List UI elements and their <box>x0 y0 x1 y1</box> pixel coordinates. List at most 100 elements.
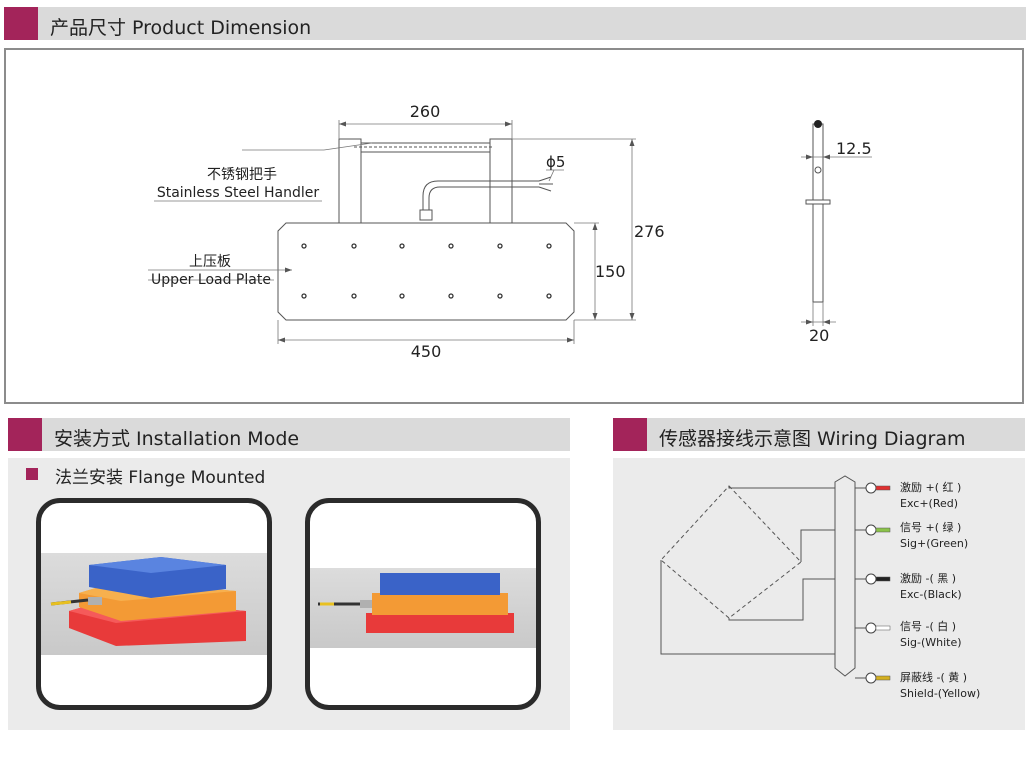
wiring-diagram <box>660 475 891 684</box>
dimension-drawing: 260 ϕ5 276 150 450 12.5 20 不锈钢把手 Stainle… <box>148 102 872 361</box>
cable-outline <box>422 180 539 212</box>
wire-terminals <box>865 482 891 684</box>
connector <box>88 597 102 605</box>
install-subtitle: 法兰安装 Flange Mounted <box>55 468 266 488</box>
dimension-drawing-panel: 260 ϕ5 276 150 450 12.5 20 不锈钢把手 Stainle… <box>4 48 1024 404</box>
handle-left-post <box>338 138 362 225</box>
side-view-knob <box>814 120 822 128</box>
install-section-title: 安装方式 Installation Mode <box>54 428 300 450</box>
wire-label-cn: 屏蔽线 -( 黄 ) <box>900 671 968 684</box>
dimension-section-header: 产品尺寸 Product Dimension <box>4 7 1026 40</box>
wire-label-sig-minus: 信号 -( 白 ) Sig-(White) <box>900 619 962 651</box>
wiring-section-title: 传感器接线示意图 Wiring Diagram <box>659 428 966 450</box>
side-view-plate <box>805 199 831 205</box>
dim-arrow <box>278 337 285 343</box>
mount-hole <box>448 243 454 249</box>
wire-label-en: Sig+(Green) <box>900 537 969 550</box>
dim-arrow <box>505 121 512 127</box>
side-view-body <box>812 123 824 303</box>
wire-label-cn: 信号 +( 绿 ) <box>900 521 962 534</box>
wire-label-en: Exc-(Black) <box>900 588 962 601</box>
install-photo-angled <box>36 498 272 710</box>
dim-arrow <box>629 139 635 146</box>
dim-arrow <box>592 313 598 320</box>
upper-plate-top <box>89 557 226 573</box>
cable-sleeve <box>50 600 72 606</box>
side-view-hole <box>814 166 822 174</box>
subsection-bullet <box>26 468 38 480</box>
flange-model-side <box>318 573 514 633</box>
dim-arrow <box>806 319 813 325</box>
mount-hole <box>546 243 552 249</box>
handle-label-cn: 不锈钢把手 <box>207 167 277 183</box>
plate-label-cn: 上压板 <box>189 254 231 270</box>
dim-label-12-5: 12.5 <box>836 139 872 158</box>
wire-color-tip <box>875 576 891 582</box>
dim-arrow <box>339 121 346 127</box>
cable-end <box>538 176 553 192</box>
dim-label-276: 276 <box>634 222 665 241</box>
dim-label-20: 20 <box>809 326 829 345</box>
wire-label-exc-minus: 激励 -( 黑 ) Exc-(Black) <box>900 571 962 603</box>
mount-hole <box>399 293 405 299</box>
connector <box>419 209 433 221</box>
dim-label-phi5: ϕ5 <box>546 153 565 171</box>
flange-model-angled <box>50 557 246 646</box>
terminal-ring <box>865 672 877 684</box>
terminal-ring <box>865 482 877 494</box>
mount-hole <box>399 243 405 249</box>
mount-hole <box>301 293 307 299</box>
phi5-leader <box>548 169 555 182</box>
dim-arrow <box>592 223 598 230</box>
bridge-circuit <box>660 485 802 619</box>
wiring-section-header: 传感器接线示意图 Wiring Diagram <box>613 418 1025 451</box>
wire-color-tip <box>875 675 891 681</box>
install-section-header: 安装方式 Installation Mode <box>8 418 570 451</box>
mount-hole <box>497 243 503 249</box>
terminal-ring <box>865 524 877 536</box>
wire-label-cn: 激励 -( 黑 ) <box>900 572 957 585</box>
wiring-panel: 激励 +( 红 ) Exc+(Red) 信号 +( 绿 ) Sig+(Green… <box>613 458 1025 730</box>
cable-sleeve <box>834 475 856 677</box>
section-accent-mark <box>613 418 647 451</box>
wire-label-en: Sig-(White) <box>900 636 962 649</box>
mount-hole <box>497 293 503 299</box>
wire-color-tip <box>875 485 891 491</box>
plate-label-en: Upper Load Plate <box>151 272 271 288</box>
handle-label-en: Stainless Steel Handler <box>157 185 320 201</box>
wire-label-cn: 信号 -( 白 ) <box>900 620 957 633</box>
dim-arrow <box>629 313 635 320</box>
mount-hole <box>351 293 357 299</box>
wire-exc-minus <box>728 578 835 621</box>
wire-sig-plus <box>800 529 835 562</box>
wire-label-exc-plus: 激励 +( 红 ) Exc+(Red) <box>900 480 961 512</box>
flange-frame <box>372 593 508 615</box>
mount-hole <box>448 293 454 299</box>
wire-label-cn: 激励 +( 红 ) <box>900 481 962 494</box>
mount-hole <box>351 243 357 249</box>
terminal-ring <box>865 573 877 585</box>
terminal-ring <box>865 622 877 634</box>
handle-leader <box>323 142 373 151</box>
dim-arrow <box>567 337 574 343</box>
wire-label-en: Shield-(Yellow) <box>900 687 981 700</box>
dim-label-450: 450 <box>411 342 442 361</box>
connector <box>360 600 372 608</box>
dim-arrow <box>823 319 830 325</box>
upper-plate <box>380 573 500 595</box>
wire-sig-minus <box>660 560 836 655</box>
section-accent-mark <box>4 7 38 40</box>
dim-arrow <box>823 154 830 160</box>
dim-arrow <box>285 267 292 273</box>
dim-label-150: 150 <box>595 262 626 281</box>
wire-label-sig-plus: 信号 +( 绿 ) Sig+(Green) <box>900 520 968 552</box>
wire-color-tip <box>875 527 891 533</box>
wire-label-en: Exc+(Red) <box>900 497 959 510</box>
dimension-section-title: 产品尺寸 Product Dimension <box>50 17 312 39</box>
base-plate <box>366 613 514 633</box>
cable-outline-inner <box>428 186 539 212</box>
dim-label-260: 260 <box>410 102 441 121</box>
wire-exc-plus <box>728 486 835 489</box>
upper-load-plate <box>277 222 575 321</box>
section-accent-mark <box>8 418 42 451</box>
